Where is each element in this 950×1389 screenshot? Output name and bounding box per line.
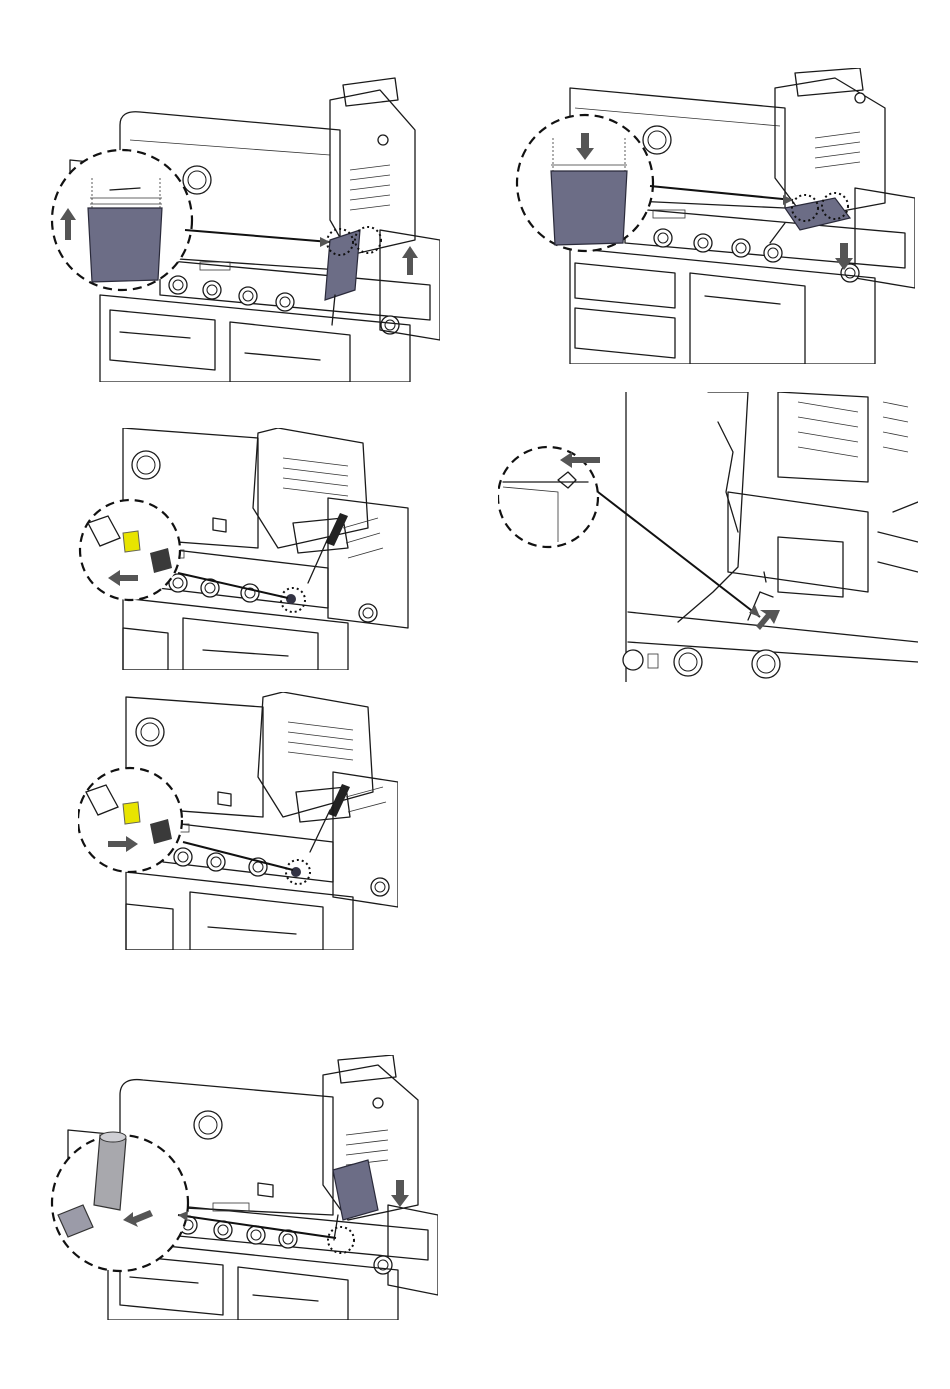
orifice-icon xyxy=(123,802,140,824)
figure-remove-valve-fitting xyxy=(78,428,410,670)
figure-connect-burner-valve xyxy=(48,1055,438,1320)
screwdriver-icon xyxy=(308,538,328,583)
arrow-up-icon xyxy=(402,246,418,275)
thermometer-icon xyxy=(136,718,164,746)
burner-tube xyxy=(333,1160,378,1220)
thermometer-icon xyxy=(132,451,160,479)
thermometer-icon xyxy=(643,126,671,154)
thermometer-icon xyxy=(194,1111,222,1139)
venturi-tube-icon xyxy=(94,1135,126,1210)
figure-remove-electrode xyxy=(498,392,918,682)
arrow-down-icon xyxy=(391,1180,409,1207)
figure-remove-burner xyxy=(50,70,440,382)
figure-install-valve-fitting xyxy=(78,692,398,950)
orifice-icon xyxy=(123,531,140,552)
figure-install-burner xyxy=(515,68,915,364)
thermometer-icon xyxy=(183,166,211,194)
screwdriver-icon xyxy=(310,810,330,852)
